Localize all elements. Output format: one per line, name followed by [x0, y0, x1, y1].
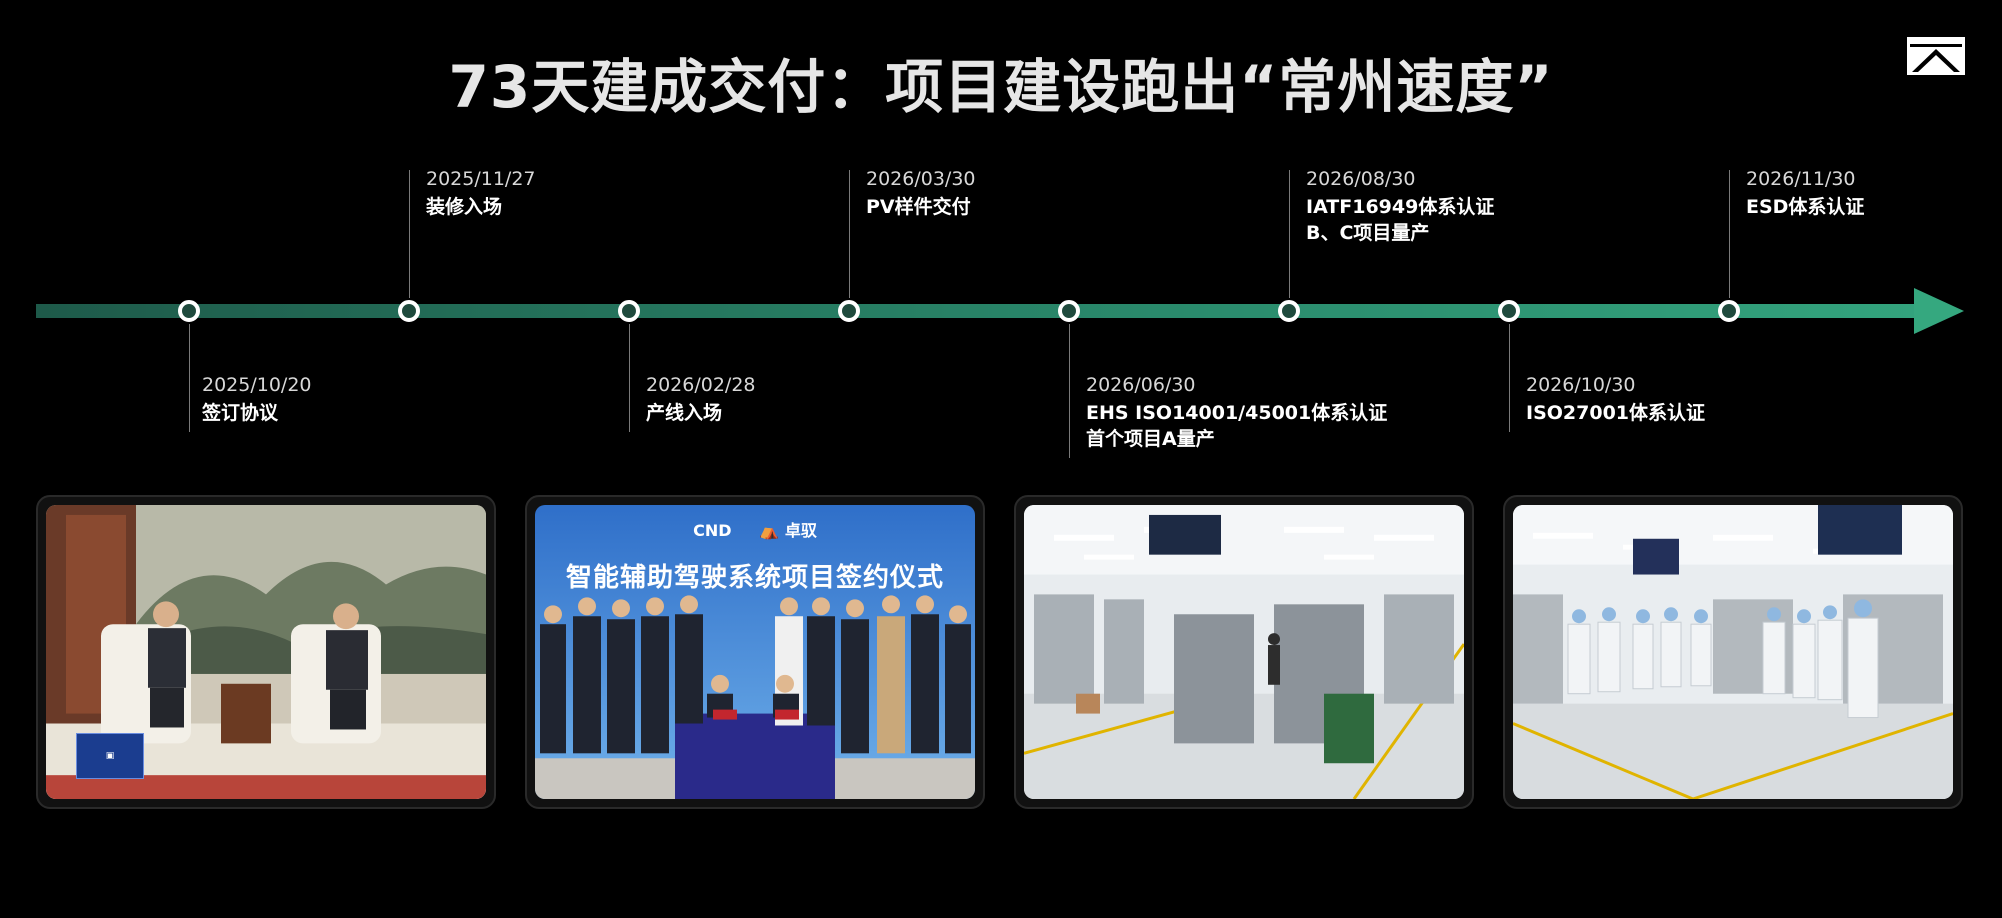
- event-date: 2025/11/27: [426, 168, 536, 190]
- connector-line: [1729, 170, 1730, 298]
- event-label: EHS ISO14001/45001体系认证: [1086, 402, 1388, 424]
- timeline-event: 2026/06/30 EHS ISO14001/45001体系认证 首个项目A量…: [1086, 370, 1387, 452]
- timeline-node: [1058, 300, 1080, 322]
- event-date: 2026/11/30: [1746, 168, 1856, 190]
- tent-logo-icon: [1907, 37, 1965, 75]
- event-label: IATF16949体系认证: [1306, 196, 1495, 218]
- timeline-event: 2025/10/20 签订协议: [202, 370, 312, 426]
- timeline-event: 2026/10/30 ISO27001体系认证: [1526, 370, 1705, 426]
- event-date: 2026/10/30: [1526, 374, 1636, 396]
- connector-line: [849, 170, 850, 298]
- timeline-event: 2026/08/30 IATF16949体系认证 B、C项目量产: [1306, 164, 1494, 246]
- connector-line: [409, 170, 410, 298]
- event-date: 2026/03/30: [866, 168, 976, 190]
- tv-channel-badge-icon: ▣: [76, 733, 144, 779]
- event-label: ISO27001体系认证: [1526, 402, 1706, 424]
- photo-cleanroom-team: [1503, 495, 1963, 809]
- timeline-event: 2026/02/28 产线入场: [646, 370, 756, 426]
- event-label: PV样件交付: [866, 196, 971, 218]
- timeline-bar: [36, 304, 1916, 318]
- event-label: ESD体系认证: [1746, 196, 1865, 218]
- event-label: 签订协议: [202, 402, 279, 424]
- timeline-node: [1718, 300, 1740, 322]
- event-date: 2026/08/30: [1306, 168, 1416, 190]
- connector-line: [1509, 324, 1510, 432]
- timeline-event: 2026/03/30 PV样件交付: [866, 164, 976, 220]
- timeline-node: [178, 300, 200, 322]
- connector-line: [1069, 324, 1070, 458]
- timeline-event: 2025/11/27 装修入场: [426, 164, 536, 220]
- event-label-secondary: B、C项目量产: [1306, 222, 1430, 244]
- connector-line: [629, 324, 630, 432]
- photo-signing-meeting: ▣: [36, 495, 496, 809]
- zhuoyu-logo-icon: ⛺: [759, 521, 780, 540]
- timeline-node: [838, 300, 860, 322]
- timeline-node: [1498, 300, 1520, 322]
- event-date: 2026/02/28: [646, 374, 756, 396]
- event-label-secondary: 首个项目A量产: [1086, 428, 1215, 450]
- event-date: 2026/06/30: [1086, 374, 1196, 396]
- page-title: 73天建成交付：项目建设跑出“常州速度”: [448, 53, 1554, 121]
- timeline-node: [1278, 300, 1300, 322]
- event-date: 2025/10/20: [202, 374, 312, 396]
- banner-logos: CND ⛺ 卓驭: [535, 517, 975, 541]
- photo-signing-ceremony: CND ⛺ 卓驭 智能辅助驾驶系统项目签约仪式: [525, 495, 985, 809]
- timeline-node: [398, 300, 420, 322]
- event-label: 产线入场: [646, 402, 723, 424]
- timeline-node: [618, 300, 640, 322]
- cnd-logo: CND: [693, 521, 732, 540]
- photo-production-line: [1014, 495, 1474, 809]
- connector-line: [189, 324, 190, 432]
- event-label: 装修入场: [426, 196, 503, 218]
- banner-title: 智能辅助驾驶系统项目签约仪式: [565, 563, 944, 593]
- timeline-event: 2026/11/30 ESD体系认证: [1746, 164, 1864, 220]
- connector-line: [1289, 170, 1290, 298]
- zhuoyu-logo-text: 卓驭: [784, 521, 817, 540]
- timeline-arrow-icon: [1914, 288, 1964, 334]
